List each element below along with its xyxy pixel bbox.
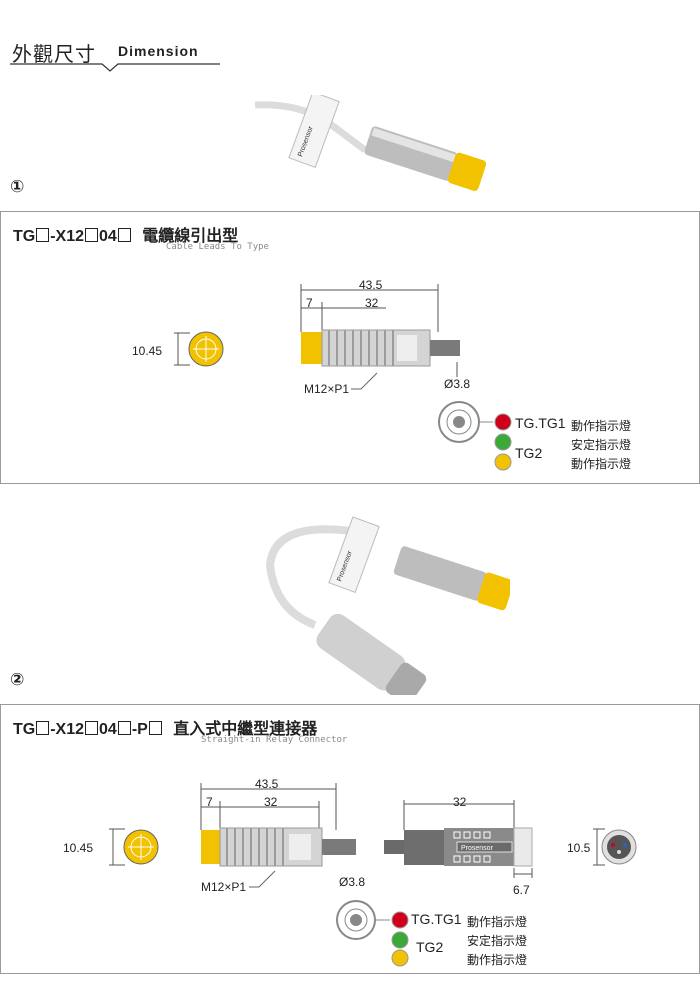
model-subtitle-2: Straight-in Relay Connector (201, 735, 348, 745)
indicator-rear-view-2 (336, 900, 409, 967)
placeholder-box (117, 721, 131, 735)
end-view-2 (109, 828, 159, 866)
legend-yellow-label: 動作指示燈 (571, 457, 632, 471)
placeholder-box (85, 721, 99, 735)
diameter-label-1: 10.45 (132, 344, 163, 358)
side-view-1 (300, 284, 460, 377)
sensor-photo-1: Prosensor (255, 95, 487, 191)
model-type-1: 電纜線引出型 (142, 228, 239, 245)
legend-tg2: TG2 (515, 445, 543, 461)
thread-spec-1: M12×P1 (304, 382, 350, 396)
pointer-line-2 (249, 870, 276, 888)
legend-yellow-label-2: 動作指示燈 (467, 953, 528, 967)
cable-diameter-2: Ø3.8 (339, 875, 366, 889)
header-underline (10, 63, 220, 72)
side-view-2 (200, 783, 356, 867)
model-type-2: 直入式中繼型連接器 (173, 721, 318, 738)
connector-side-view: Prosensor (384, 800, 533, 878)
page-title: 外觀尺寸 (12, 42, 96, 66)
placeholder-box (36, 228, 50, 242)
pointer-line-1 (351, 372, 378, 390)
diameter-label-2: 10.45 (63, 841, 94, 855)
thread-spec-2: M12×P1 (201, 880, 247, 894)
head-length-1: 7 (306, 296, 313, 310)
section-number-2: ② (10, 670, 25, 689)
page-subtitle: Dimension (118, 43, 199, 59)
connector-length: 32 (453, 795, 467, 809)
placeholder-box (117, 228, 131, 242)
model-subtitle-1: Cable Leads To Type (166, 242, 269, 252)
thread-length-2: 32 (264, 795, 278, 809)
legend-red-label: 動作指示燈 (571, 419, 632, 433)
connector-diameter: 10.5 (567, 841, 591, 855)
indicator-rear-view-1 (438, 401, 512, 471)
cable-diameter-1: Ø3.8 (444, 377, 471, 391)
section-number-1: ① (10, 177, 25, 196)
thread-length-1: 32 (365, 296, 379, 310)
connector-end-length: 6.7 (513, 883, 530, 897)
end-view-1 (174, 331, 224, 367)
legend-green-label-2: 安定指示燈 (467, 934, 528, 948)
connector-brand-text: Prosensor (461, 845, 494, 852)
sensor-photo-2: Prosensor (265, 516, 510, 695)
placeholder-box (148, 721, 162, 735)
legend-green-label: 安定指示燈 (571, 438, 632, 452)
head-length-2: 7 (206, 795, 213, 809)
overall-length-2: 43.5 (255, 777, 279, 791)
connector-end-view (593, 828, 637, 866)
overall-length-1: 43.5 (359, 278, 383, 292)
legend-tg-tg1-2: TG.TG1 (411, 911, 462, 927)
legend-red-label-2: 動作指示燈 (467, 915, 528, 929)
legend-tg2-2: TG2 (416, 939, 444, 955)
placeholder-box (85, 228, 99, 242)
placeholder-box (36, 721, 50, 735)
legend-tg-tg1: TG.TG1 (515, 415, 566, 431)
